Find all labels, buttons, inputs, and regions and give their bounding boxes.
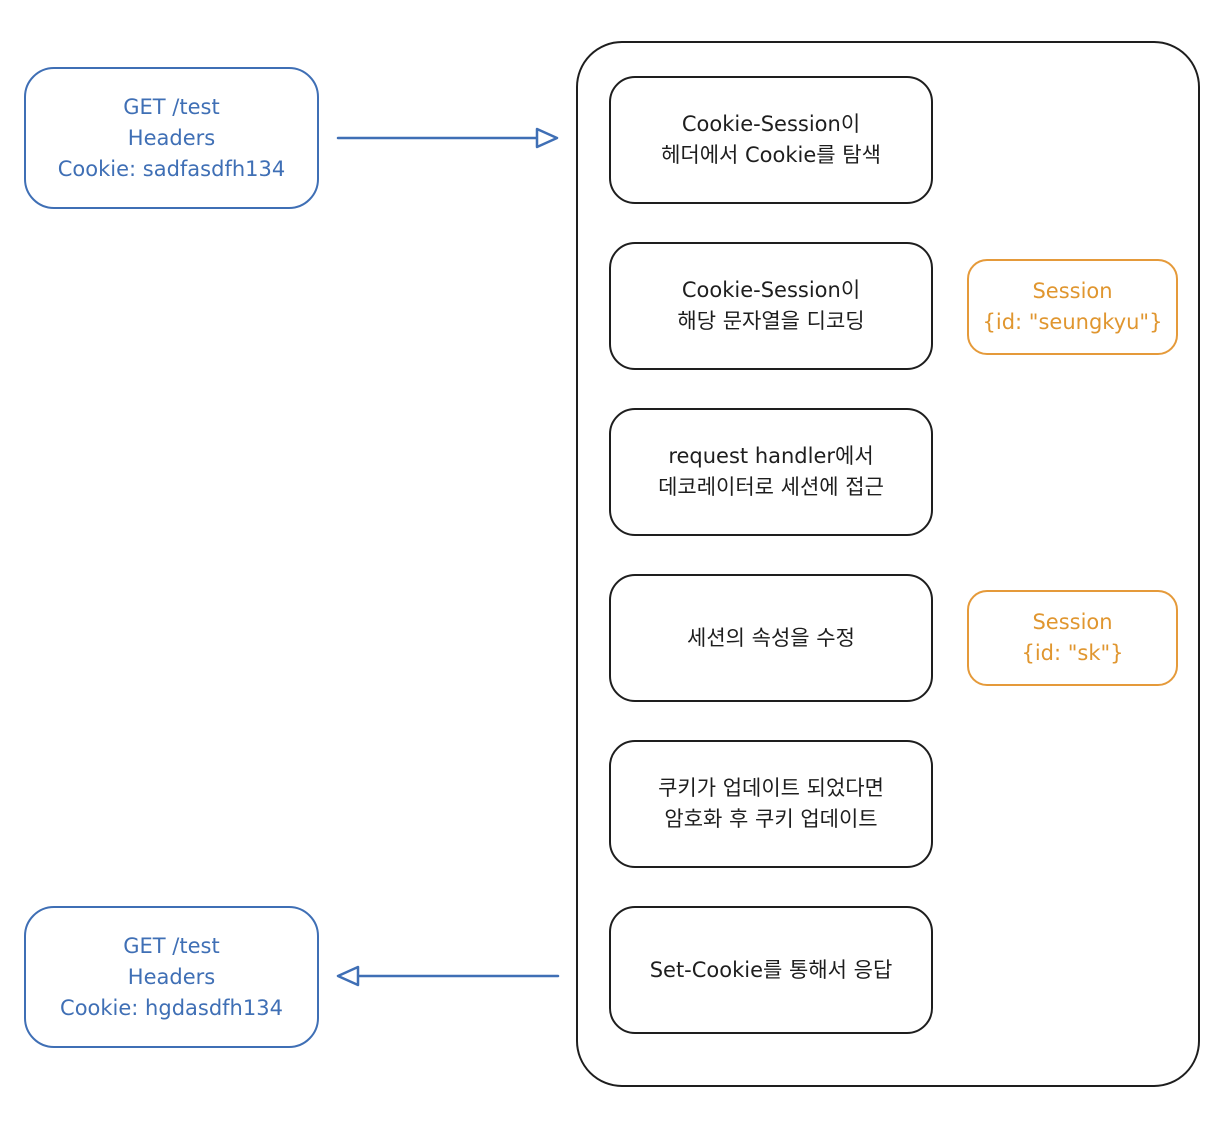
step-3-line-2: 데코레이터로 세션에 접근 bbox=[658, 475, 884, 499]
step-1-line-1: Cookie-Session이 bbox=[681, 112, 861, 136]
session-2-value: {id: "sk"} bbox=[1021, 641, 1124, 665]
session-state-modified: Session {id: "sk"} bbox=[967, 590, 1178, 686]
session-1-label: Session bbox=[1032, 279, 1113, 303]
step-set-cookie-response: Set-Cookie를 통해서 응답 bbox=[609, 906, 933, 1034]
incoming-request-box: GET /test Headers Cookie: sadfasdfh134 bbox=[24, 67, 319, 209]
step-4-line-1: 세션의 속성을 수정 bbox=[687, 625, 855, 650]
step-5-line-2: 암호화 후 쿠키 업데이트 bbox=[664, 807, 878, 831]
response-method: GET /test bbox=[123, 933, 220, 958]
outgoing-response-box: GET /test Headers Cookie: hgdasdfh134 bbox=[24, 906, 319, 1048]
step-2-line-2: 해당 문자열을 디코딩 bbox=[677, 309, 865, 333]
step-modify-session: 세션의 속성을 수정 bbox=[609, 574, 933, 702]
server-container bbox=[576, 41, 1200, 1087]
step-1-line-2: 헤더에서 Cookie를 탐색 bbox=[661, 143, 881, 167]
step-3-line-1: request handler에서 bbox=[668, 444, 874, 468]
step-find-cookie: Cookie-Session이 헤더에서 Cookie를 탐색 bbox=[609, 76, 933, 204]
request-arrow bbox=[336, 127, 559, 149]
step-access-session: request handler에서 데코레이터로 세션에 접근 bbox=[609, 408, 933, 536]
response-headers-label: Headers bbox=[127, 964, 216, 989]
step-5-line-1: 쿠키가 업데이트 되었다면 bbox=[658, 776, 884, 800]
step-decode-string: Cookie-Session이 해당 문자열을 디코딩 bbox=[609, 242, 933, 370]
session-1-value: {id: "seungkyu"} bbox=[982, 310, 1163, 334]
session-2-label: Session bbox=[1032, 610, 1113, 634]
session-state-decoded: Session {id: "seungkyu"} bbox=[967, 259, 1178, 355]
step-2-line-1: Cookie-Session이 bbox=[681, 278, 861, 302]
step-6-line-1: Set-Cookie를 통해서 응답 bbox=[649, 957, 893, 982]
request-method: GET /test bbox=[123, 94, 220, 119]
request-cookie: Cookie: sadfasdfh134 bbox=[57, 156, 286, 181]
request-headers-label: Headers bbox=[127, 125, 216, 150]
response-arrow bbox=[336, 965, 560, 987]
response-cookie: Cookie: hgdasdfh134 bbox=[60, 995, 283, 1020]
step-update-cookie: 쿠키가 업데이트 되었다면 암호화 후 쿠키 업데이트 bbox=[609, 740, 933, 868]
